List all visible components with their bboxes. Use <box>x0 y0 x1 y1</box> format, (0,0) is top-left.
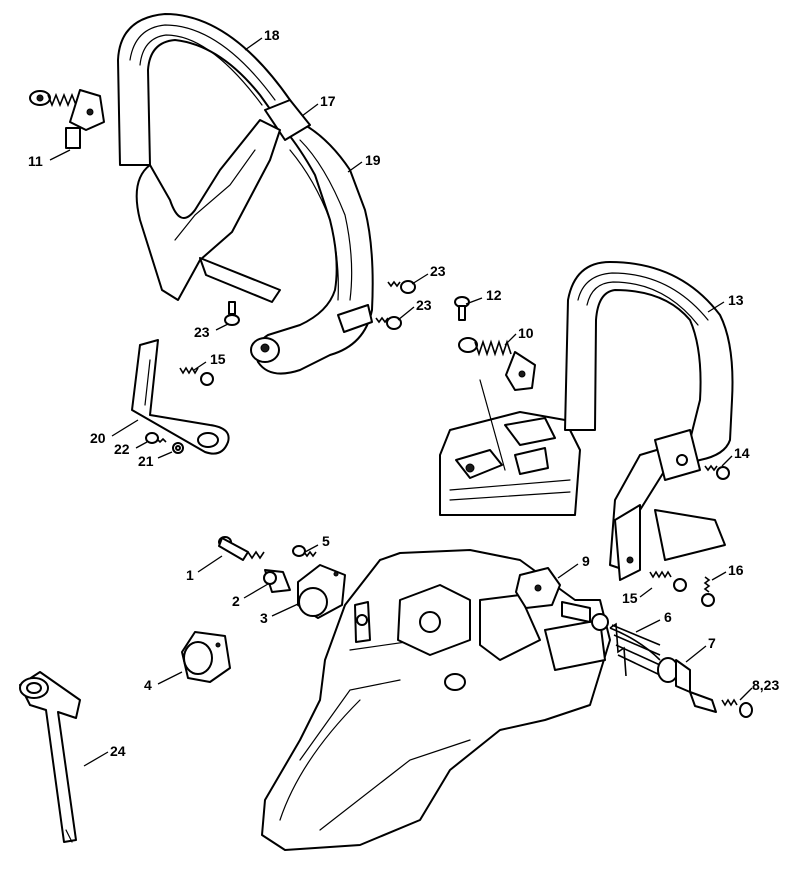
callout-4: 4 <box>144 677 152 693</box>
leader-lines <box>49 37 753 767</box>
callout-1: 1 <box>186 567 194 583</box>
callout-24: 24 <box>110 743 126 759</box>
screw-22 <box>145 432 167 444</box>
pin-1 <box>218 536 265 561</box>
callout-18: 18 <box>264 27 280 43</box>
callout-17: 17 <box>320 93 336 109</box>
screw-23-upper <box>387 280 416 294</box>
bracket-7 <box>657 657 717 713</box>
engine-housing <box>261 549 611 851</box>
buffer-9 <box>515 567 561 609</box>
callout-20: 20 <box>90 430 106 446</box>
callout-9: 9 <box>582 553 590 569</box>
rear-handle-13 <box>564 261 734 581</box>
callout-13: 13 <box>728 292 744 308</box>
callout-2: 2 <box>232 593 240 609</box>
screw-23-left <box>224 301 240 326</box>
callout-10: 10 <box>518 325 534 341</box>
callout-11: 11 <box>28 153 43 169</box>
callout-15-left: 15 <box>210 351 226 367</box>
callout-22: 22 <box>114 441 130 457</box>
callout-16: 16 <box>728 562 744 578</box>
callout-5: 5 <box>322 533 330 549</box>
callout-6: 6 <box>664 609 672 625</box>
callout-3: 3 <box>260 610 268 626</box>
callout-8-23: 8,23 <box>752 677 779 693</box>
callout-23-left: 23 <box>194 324 210 340</box>
callout-23-upper: 23 <box>430 263 446 279</box>
screw-23-lower <box>375 316 402 330</box>
cover-4 <box>181 631 231 683</box>
bracket-20 <box>131 339 230 455</box>
av-spring-11 <box>29 89 105 149</box>
callout-14: 14 <box>734 445 750 461</box>
spring-6 <box>561 601 661 677</box>
cover-3 <box>297 564 346 619</box>
front-handlebar <box>117 13 374 375</box>
callout-7: 7 <box>708 635 716 651</box>
screw-16 <box>701 576 715 607</box>
callout-12: 12 <box>486 287 502 303</box>
callout-23-lower: 23 <box>416 297 432 313</box>
engine-inset <box>439 379 581 516</box>
screw-12 <box>454 296 470 321</box>
callout-21: 21 <box>138 453 154 469</box>
screw-14 <box>704 464 730 480</box>
callout-15-right: 15 <box>622 590 638 606</box>
callout-19: 19 <box>365 152 381 168</box>
screw-5 <box>292 545 317 558</box>
av-spring-10 <box>458 337 536 391</box>
sleeve-2 <box>263 569 291 593</box>
washer-21 <box>172 442 184 454</box>
wrench-24 <box>19 671 81 843</box>
screw-15-right <box>649 570 687 592</box>
screw-8-23 <box>721 698 753 718</box>
callout-labels: 18 17 19 11 23 23 23 12 13 10 15 20 22 2… <box>28 27 779 759</box>
